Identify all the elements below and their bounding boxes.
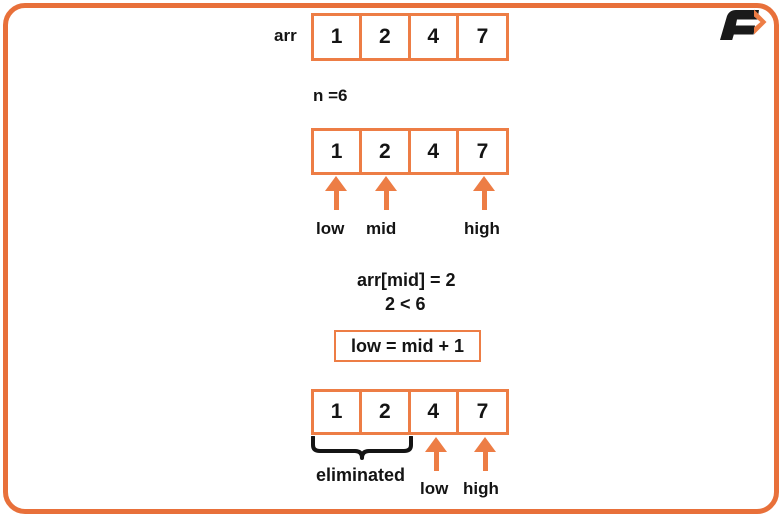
eliminated-brace	[310, 435, 414, 462]
array-cell: 4	[411, 16, 459, 58]
array-cell: 4	[411, 131, 459, 172]
array-cell: 4	[411, 392, 459, 432]
target-value-note: n =6	[313, 86, 348, 105]
array-cell: 1	[314, 392, 363, 432]
pointer-label-high-step2: high	[464, 219, 500, 238]
pointer-label-mid-step2: mid	[366, 219, 397, 238]
array-cell: 1	[314, 16, 363, 58]
pointer-label-low-step3: low	[420, 479, 449, 498]
pointer-label-high-step3: high	[463, 479, 499, 498]
brace-icon	[311, 435, 413, 460]
array-step1: 1 2 4 7	[311, 13, 509, 61]
array-cell: 7	[476, 25, 489, 48]
array-cell: 2	[362, 131, 411, 172]
f-arrow-logo	[710, 6, 772, 52]
array-cell: 2	[362, 392, 411, 432]
pointer-arrow-high-step2	[473, 176, 495, 210]
pointer-arrow-mid-step2	[375, 176, 397, 210]
f-arrow-logo-icon	[720, 9, 767, 40]
evaluation-line-1: arr[mid] = 2	[357, 270, 456, 290]
evaluation-line-2: 2 < 6	[385, 294, 426, 314]
array-step2: 1 2 4 7	[311, 128, 509, 175]
pointer-arrow-high-step3	[474, 437, 496, 471]
array-cell: 2	[362, 16, 411, 58]
array-cell: 7	[476, 139, 489, 163]
array-cell: 1	[314, 131, 363, 172]
array-step3: 1 2 4 7	[311, 389, 509, 435]
pointer-arrow-low-step3	[425, 437, 447, 471]
pointer-label-low-step2: low	[316, 219, 345, 238]
array-cell: 7	[476, 400, 489, 423]
conclusion-box: low = mid + 1	[334, 330, 481, 362]
pointer-arrow-low-step2	[325, 176, 347, 210]
eliminated-label: eliminated	[316, 465, 406, 485]
arr-label: arr	[274, 26, 297, 45]
